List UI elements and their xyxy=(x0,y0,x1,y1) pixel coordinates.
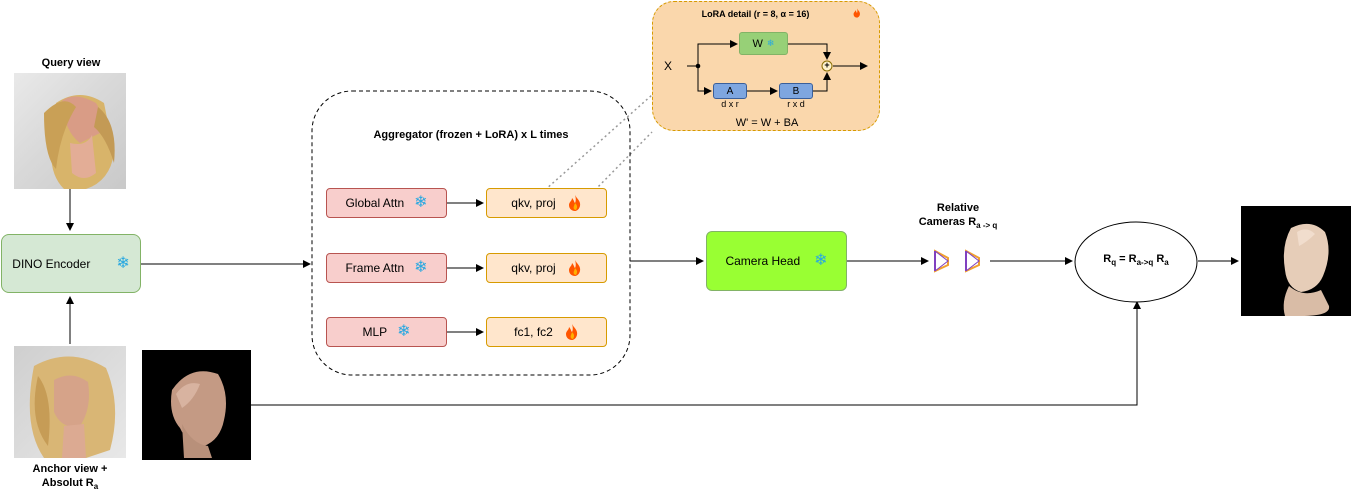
snowflake-icon: ❄ xyxy=(116,254,130,272)
dino-encoder-label: DINO Encoder xyxy=(12,256,91,271)
mlp-block[interactable]: MLP ❄ xyxy=(326,317,447,347)
global-attn-block[interactable]: Global Attn ❄ xyxy=(326,188,447,218)
anchor-label-line2: Absolut Ra xyxy=(41,477,99,492)
query-view-label: Query view xyxy=(41,57,101,69)
lora-input-x: X xyxy=(664,59,673,73)
camera-head[interactable]: Camera Head ❄ xyxy=(706,231,847,291)
dino-encoder[interactable]: DINO Encoder ❄ xyxy=(1,234,141,293)
frame-attn-lora[interactable]: qkv, proj xyxy=(486,253,607,283)
anchor-view-image xyxy=(14,346,126,458)
lora-a-block: A xyxy=(713,83,747,99)
lora-a-label: A xyxy=(726,85,734,97)
compose-ellipse xyxy=(1074,221,1198,303)
snowflake-icon: ❄ xyxy=(414,194,428,211)
anchor-portrait-illustration xyxy=(29,356,116,458)
callout-line-lower xyxy=(594,131,653,191)
anchor-label-line1: Anchor view + xyxy=(32,463,108,475)
snowflake-icon: ❄ xyxy=(414,259,428,276)
relative-line2: Cameras Ra -> q xyxy=(918,216,998,231)
query-view-image xyxy=(14,73,126,189)
mlp-lora-label: fc1, fc2 xyxy=(514,325,553,339)
callout-line-upper xyxy=(544,94,653,191)
arrow-mesh-to-compose xyxy=(251,301,1141,406)
query-portrait-illustration xyxy=(44,95,115,189)
camera-frustum-icon xyxy=(934,249,949,273)
lora-a-dim: d x r xyxy=(721,99,739,109)
output-mesh-image xyxy=(1241,206,1351,316)
snowflake-icon: ❄ xyxy=(814,252,828,269)
aggregator-title: Aggregator (frozen + LoRA) x L times xyxy=(373,129,569,141)
camera-head-label: Camera Head xyxy=(725,254,801,268)
camera-frustum-icons xyxy=(934,249,980,273)
mlp-lora[interactable]: fc1, fc2 xyxy=(486,317,607,347)
relative-cameras-label: Relative Cameras Ra -> q xyxy=(900,201,1016,233)
lora-b-block: B xyxy=(779,83,813,99)
lora-b-label: B xyxy=(792,85,800,97)
aggregator-container xyxy=(311,90,631,376)
global-attn-lora-label: qkv, proj xyxy=(511,196,556,210)
flame-icon xyxy=(565,324,578,340)
global-attn-label: Global Attn xyxy=(345,196,405,210)
anchor-view-label: Anchor view + Absolut Ra xyxy=(10,462,130,494)
lora-detail-title: LoRA detail (r = 8, α = 16) xyxy=(701,9,810,19)
lora-sum-plus: + xyxy=(824,60,830,70)
compose-equation: Rq = Ra->q Ra xyxy=(1103,253,1169,268)
anchor-mesh-illustration xyxy=(171,371,226,458)
lora-w-label: W xyxy=(752,37,763,50)
lora-detail-panel: LoRA detail (r = 8, α = 16) X W ❄ A d x … xyxy=(652,1,880,131)
lora-w-block: W ❄ xyxy=(739,32,788,55)
flame-icon xyxy=(568,260,580,276)
camera-frustum-icon xyxy=(965,249,980,273)
lora-b-dim: r x d xyxy=(787,99,805,109)
frame-attn-label: Frame Attn xyxy=(345,261,405,275)
snowflake-icon: ❄ xyxy=(397,323,411,340)
global-attn-lora[interactable]: qkv, proj xyxy=(486,188,607,218)
anchor-mesh-image xyxy=(142,350,251,460)
output-mesh-illustration xyxy=(1283,223,1330,316)
frame-attn-lora-label: qkv, proj xyxy=(511,261,556,275)
flame-icon xyxy=(853,8,860,18)
lora-detail-wires xyxy=(687,40,868,95)
snowflake-icon: ❄ xyxy=(766,38,775,48)
relative-line1: Relative xyxy=(936,202,980,214)
mlp-label: MLP xyxy=(362,325,388,339)
flame-icon xyxy=(568,195,580,211)
lora-formula: W' = W + BA xyxy=(735,117,799,129)
frame-attn-block[interactable]: Frame Attn ❄ xyxy=(326,253,447,283)
